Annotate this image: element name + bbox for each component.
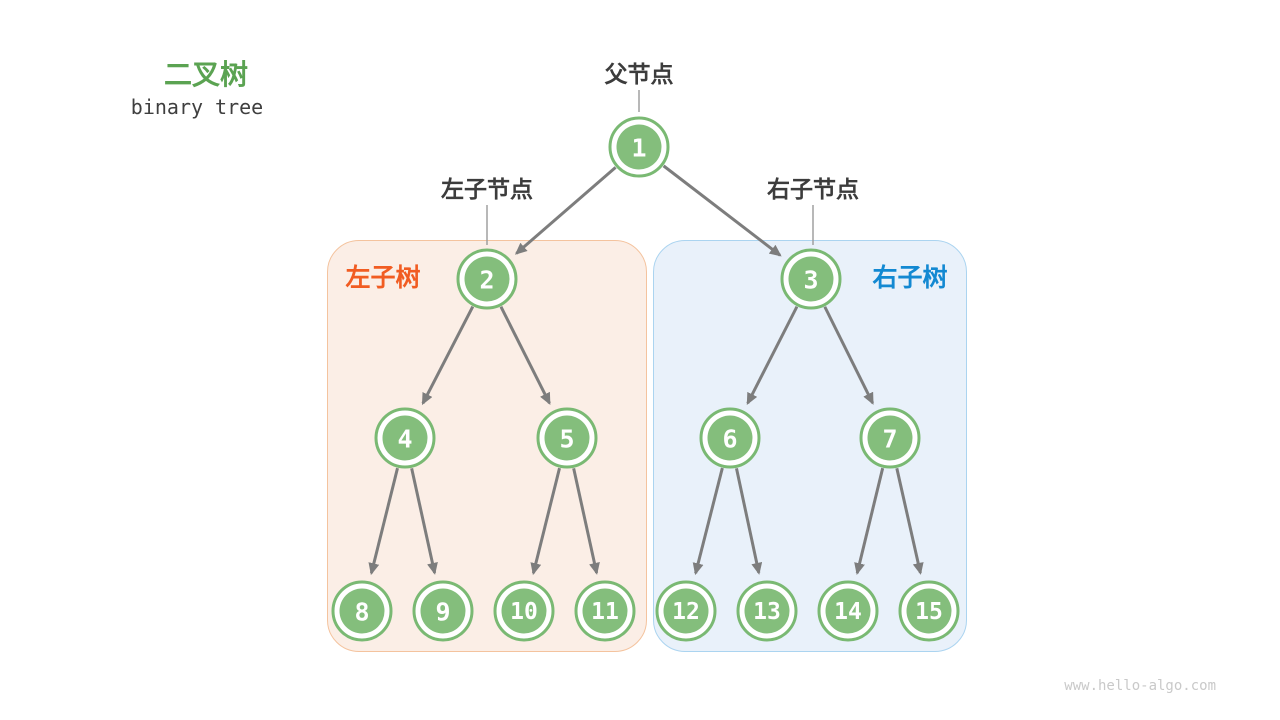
node-circle xyxy=(420,588,466,634)
node-circle xyxy=(339,588,385,634)
tree-node-11: 11 xyxy=(574,580,636,642)
tree-node-14: 14 xyxy=(817,580,879,642)
node-value: 11 xyxy=(591,599,619,625)
node-circle xyxy=(867,415,913,461)
tree-node-2: 2 xyxy=(456,248,518,310)
node-value: 7 xyxy=(882,425,897,454)
node-value: 12 xyxy=(672,599,700,625)
node-circle xyxy=(906,588,952,634)
tree-edge-4-8 xyxy=(368,467,399,576)
node-value: 9 xyxy=(435,598,450,627)
figure-title-en: binary tree xyxy=(130,95,264,119)
tree-node-6: 6 xyxy=(699,407,761,469)
tree-edge-3-7 xyxy=(823,306,874,405)
tree-node-8: 8 xyxy=(331,580,393,642)
node-value: 3 xyxy=(803,266,818,295)
tree-node-10: 10 xyxy=(493,580,555,642)
tree-edge-5-10 xyxy=(530,467,561,576)
node-value: 14 xyxy=(834,599,862,625)
node-value: 8 xyxy=(354,598,369,627)
node-circle xyxy=(616,124,662,170)
node-circle xyxy=(382,415,428,461)
node-circle xyxy=(582,588,628,634)
tree-edge-7-15 xyxy=(895,467,924,575)
node-value: 13 xyxy=(753,599,781,625)
tree-node-9: 9 xyxy=(412,580,474,642)
tree-node-12: 12 xyxy=(655,580,717,642)
tree-edge-1-2 xyxy=(514,166,617,255)
tree-node-5: 5 xyxy=(536,407,598,469)
tree-node-7: 7 xyxy=(859,407,921,469)
node-circle xyxy=(788,256,834,302)
tree-edge-3-6 xyxy=(746,305,799,406)
node-circle xyxy=(544,415,590,461)
tree-node-15: 15 xyxy=(898,580,960,642)
node-value: 4 xyxy=(397,425,412,454)
right-subtree-label: 右子树 xyxy=(872,264,948,292)
tree-edge-5-11 xyxy=(572,467,600,575)
right-child-node-label: 右子节点 xyxy=(767,176,859,202)
tree-edge-6-13 xyxy=(735,468,763,575)
tree-edge-6-12 xyxy=(692,467,724,576)
node-value: 15 xyxy=(915,599,943,625)
tree-node-1: 1 xyxy=(608,116,670,178)
watermark-url: www.hello-algo.com xyxy=(1064,678,1216,694)
node-value: 6 xyxy=(722,425,737,454)
tree-node-3: 3 xyxy=(780,248,842,310)
node-value: 10 xyxy=(510,599,538,625)
left-subtree-label: 左子树 xyxy=(345,264,421,292)
label-connector-lines xyxy=(486,90,814,245)
tree-edge-7-14 xyxy=(854,467,885,576)
node-circle xyxy=(825,588,871,634)
tree-edges xyxy=(368,164,924,576)
node-circle xyxy=(501,588,547,634)
figure-title-zh: 二叉树 xyxy=(163,59,249,90)
tree-edge-4-9 xyxy=(410,467,438,575)
node-circle xyxy=(663,588,709,634)
tree-edge-2-5 xyxy=(499,306,551,405)
node-value: 5 xyxy=(559,425,574,454)
node-circle xyxy=(707,415,753,461)
tree-node-13: 13 xyxy=(736,580,798,642)
node-circle xyxy=(744,588,790,634)
node-value: 1 xyxy=(631,134,646,163)
parent-node-label: 父节点 xyxy=(604,61,674,87)
tree-node-4: 4 xyxy=(374,407,436,469)
node-circle xyxy=(464,256,510,302)
node-value: 2 xyxy=(479,266,494,295)
tree-edge-1-3 xyxy=(662,164,782,257)
tree-edge-2-4 xyxy=(421,305,475,406)
left-child-node-label: 左子节点 xyxy=(441,176,533,202)
